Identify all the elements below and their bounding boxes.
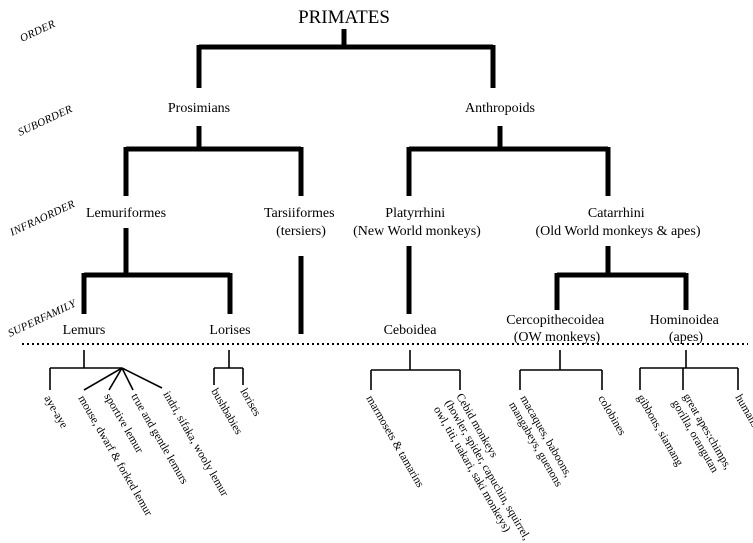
suborder-anthropoids: Anthropoids [465,101,535,116]
infraorder-tarsiiformes: Tarsiiformes (tersiers) [264,206,338,239]
catarrhini-line-2: (Old World monkeys & apes) [535,224,700,239]
prosimian-branches [123,126,304,196]
anthropoid-branches [406,126,611,196]
rank-infraorder: INFRAORDER [7,198,77,239]
infraorder-platyrrhini: Platyrrhini (New World monkeys) [353,206,481,239]
leaf-line: colobines [595,394,628,439]
leaf-line: humans [732,393,753,430]
superfamily-ceboidea: Ceboidea [384,323,438,338]
suborder-prosimians: Prosimians [168,101,230,116]
leaf-macaques-baboons: macaques, baboons,mangabeys, guenons [506,394,576,490]
rank-labels: ORDER SUBORDER INFRAORDER SUPERFAMILY [6,18,79,340]
infraorder-lemuriformes: Lemuriformes [86,206,166,221]
superfamily-lorises: Lorises [209,323,250,338]
lemurs-to-true [121,367,134,391]
leaf-line: lorises [237,387,263,419]
hominoidea-line-1: Hominoidea [650,313,720,328]
rank-suborder: SUBORDER [16,103,74,139]
hominoidea-line-2: (apes) [669,330,704,345]
catarrhini-line-1: Catarrhini [588,206,645,221]
leaf-marmosets-tamarins: marmosets & tamarins [363,394,426,491]
order-primates: PRIMATES [298,7,390,28]
tarsiiformes-line-2: (tersiers) [276,224,326,239]
leaf-line: aye-aye [41,394,69,431]
leaf-line: marmosets & tamarins [363,394,426,491]
leaf-labels: aye-aye mouse, dwarf & forked lemur spor… [41,387,753,543]
superfamily-branches [81,228,689,334]
order-branches [196,29,496,88]
leaf-humans: humans [732,393,753,430]
lemurs-to-mouse [83,367,123,391]
infraorder-catarrhini: Catarrhini (Old World monkeys & apes) [535,206,700,239]
cercopithecoidea-line-2: (OW monkeys) [514,330,601,345]
superfamily-cercopithecoidea: Cercopithecoidea (OW monkeys) [506,313,607,345]
lemurs-to-sportive [108,367,123,391]
cercopithecoidea-line-1: Cercopithecoidea [506,313,605,328]
leaf-aye-aye: aye-aye [41,394,69,431]
tarsiiformes-line-1: Tarsiiformes [264,206,335,221]
platyrrhini-line-1: Platyrrhini [385,206,445,221]
rank-order: ORDER [18,18,57,45]
superfamily-lemurs: Lemurs [63,323,106,338]
lower-branches [49,350,739,391]
superfamily-hominoidea: Hominoidea (apes) [650,313,723,345]
leaf-lorises: lorises [237,387,263,419]
platyrrhini-line-2: (New World monkeys) [353,224,481,239]
lemurs-to-indri [121,367,163,389]
leaf-colobines: colobines [595,394,628,439]
